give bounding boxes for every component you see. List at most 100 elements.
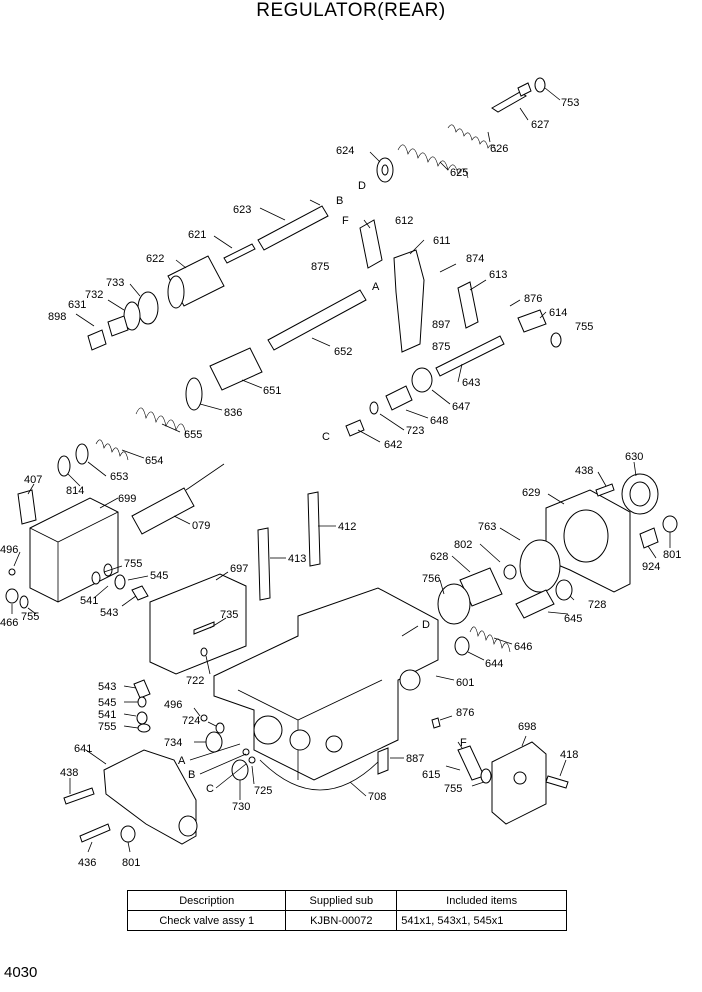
callout-624: 624 bbox=[336, 145, 354, 157]
callout-613: 613 bbox=[489, 269, 507, 281]
callout-631: 631 bbox=[68, 299, 86, 311]
part-plug-627 bbox=[491, 91, 527, 113]
part-oring-722 bbox=[200, 647, 208, 657]
callout-626: 626 bbox=[490, 143, 508, 155]
callout-697: 697 bbox=[230, 563, 248, 575]
callout-652: 652 bbox=[334, 346, 352, 358]
part-bolt-413 bbox=[257, 527, 271, 601]
part-oring-755d bbox=[137, 723, 151, 733]
part-bolt-436 bbox=[79, 823, 111, 843]
part-oring-708 bbox=[259, 759, 381, 791]
callout-728: 728 bbox=[588, 599, 606, 611]
callout-645: 645 bbox=[564, 613, 582, 625]
callout-625: 625 bbox=[450, 167, 468, 179]
part-cover-697 bbox=[149, 573, 247, 675]
part-bolt-412 bbox=[307, 491, 321, 567]
part-link-612 bbox=[359, 219, 383, 269]
callout-755-right: 755 bbox=[575, 321, 593, 333]
part-bolt-418 bbox=[545, 775, 569, 789]
callout-755-lower: 755 bbox=[98, 721, 116, 733]
callout-653: 653 bbox=[110, 471, 128, 483]
part-plug-496b bbox=[200, 714, 208, 722]
callout-876-upper: 876 bbox=[524, 293, 542, 305]
part-spring-654 bbox=[95, 439, 129, 461]
part-oring-755a bbox=[550, 332, 562, 348]
part-valve-545b bbox=[137, 696, 147, 708]
callout-655: 655 bbox=[184, 429, 202, 441]
callout-644: 644 bbox=[485, 658, 503, 670]
part-oring-724 bbox=[215, 722, 225, 734]
part-shaft-652 bbox=[267, 289, 367, 351]
part-bolt-438a bbox=[595, 483, 615, 497]
callout-629: 629 bbox=[522, 487, 540, 499]
part-valve-545a bbox=[114, 574, 126, 590]
callout-801-bottom: 801 bbox=[122, 857, 140, 869]
part-bolt-438b bbox=[63, 787, 95, 805]
callout-612: 612 bbox=[395, 215, 413, 227]
callout-A-lower: A bbox=[178, 755, 186, 767]
part-plug-496a bbox=[8, 568, 16, 576]
callout-874: 874 bbox=[466, 253, 484, 265]
part-pin-876b bbox=[431, 717, 441, 729]
part-piston-648 bbox=[385, 385, 413, 411]
part-spring-655 bbox=[135, 407, 187, 435]
callout-407: 407 bbox=[24, 474, 42, 486]
callout-708: 708 bbox=[368, 791, 386, 803]
callout-627: 627 bbox=[531, 119, 549, 131]
part-check-541b bbox=[136, 711, 148, 725]
part-oring-725 bbox=[242, 748, 250, 756]
part-oring-723 bbox=[369, 401, 379, 415]
part-shaft-643 bbox=[435, 335, 505, 377]
callout-641: 641 bbox=[74, 743, 92, 755]
callout-545-upper: 545 bbox=[150, 570, 168, 582]
part-spool-623 bbox=[257, 205, 329, 251]
part-cover-699 bbox=[29, 497, 119, 603]
callout-413: 413 bbox=[288, 553, 306, 565]
part-oring-735 bbox=[193, 621, 215, 635]
callout-814: 814 bbox=[66, 485, 84, 497]
callout-753: 753 bbox=[561, 97, 579, 109]
part-oring-753 bbox=[534, 77, 546, 93]
callout-756: 756 bbox=[422, 573, 440, 585]
callout-730: 730 bbox=[232, 801, 250, 813]
callout-545-lower: 545 bbox=[98, 697, 116, 709]
callout-labels: 753 627 624 D 626 625 623 B F 612 621 61… bbox=[0, 97, 681, 869]
callout-466: 466 bbox=[0, 617, 18, 629]
part-sleeve-651 bbox=[209, 347, 263, 391]
part-spring-646 bbox=[469, 626, 511, 653]
part-nut-801a bbox=[662, 515, 678, 533]
part-oring-734 bbox=[205, 731, 223, 753]
callout-647: 647 bbox=[452, 401, 470, 413]
callout-735: 735 bbox=[220, 609, 238, 621]
page-title: REGULATOR(REAR) bbox=[256, 0, 446, 21]
part-pin-615 bbox=[457, 745, 485, 781]
part-pin-621 bbox=[223, 243, 256, 264]
callout-496-left: 496 bbox=[0, 544, 18, 556]
callout-801-right: 801 bbox=[663, 549, 681, 561]
part-spring-626 bbox=[447, 124, 497, 153]
page-number: 4030 bbox=[4, 964, 38, 981]
leader-lines bbox=[11, 87, 671, 853]
callout-755-leftlow: 755 bbox=[21, 611, 39, 623]
callout-D-upper: D bbox=[358, 180, 366, 192]
callout-876-lower: 876 bbox=[456, 707, 474, 719]
part-plug-631 bbox=[107, 315, 129, 337]
callout-438-left: 438 bbox=[60, 767, 78, 779]
callout-622: 622 bbox=[146, 253, 164, 265]
callout-496-lower: 496 bbox=[164, 699, 182, 711]
part-oring-733 bbox=[137, 291, 159, 325]
part-piston-645 bbox=[515, 589, 555, 619]
callout-C-upper: C bbox=[322, 431, 330, 443]
callout-924: 924 bbox=[642, 561, 660, 573]
callout-733: 733 bbox=[106, 277, 124, 289]
callout-628: 628 bbox=[430, 551, 448, 563]
callout-654: 654 bbox=[145, 455, 163, 467]
callout-724: 724 bbox=[182, 715, 200, 727]
callout-541-upper: 541 bbox=[80, 595, 98, 607]
callout-436: 436 bbox=[78, 857, 96, 869]
callout-755-left: 755 bbox=[124, 558, 142, 570]
callout-F-lower: F bbox=[460, 737, 467, 749]
callout-C-lower: C bbox=[206, 783, 214, 795]
callout-648: 648 bbox=[430, 415, 448, 427]
